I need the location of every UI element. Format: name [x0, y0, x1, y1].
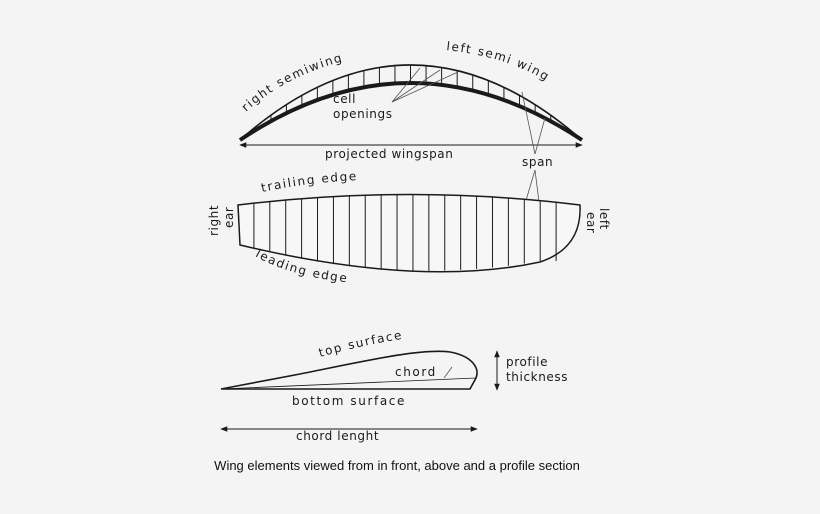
- thickness-label: thickness: [506, 370, 568, 384]
- left-semi-wing-label: left semi wing: [446, 39, 553, 84]
- planform-outline: [237, 193, 581, 273]
- chord-pointer: [443, 366, 453, 379]
- profile-view: top surface chord bottom surface profile…: [220, 328, 568, 443]
- top-view: trailing edge leading edge right ear lef…: [207, 169, 611, 285]
- chord-length-label: chord lenght: [296, 429, 379, 443]
- chord-line: [220, 377, 477, 390]
- cell-openings-pointer: [391, 71, 459, 103]
- cell-label: cell: [333, 92, 356, 106]
- span-pointer: [521, 91, 536, 155]
- bottom-surface-label: bottom surface: [292, 394, 406, 408]
- planform-ribs: [253, 194, 557, 271]
- left-ear-label: ear: [584, 212, 598, 233]
- right-label: right: [207, 205, 221, 236]
- cell-openings-pointer: [391, 69, 441, 103]
- left-label: left: [597, 208, 611, 230]
- span-pointer: [534, 117, 546, 155]
- top-surface-label: top surface: [317, 328, 404, 360]
- openings-label: openings: [333, 107, 393, 121]
- profile-label: profile: [506, 355, 548, 369]
- cell-openings-pointer: [391, 67, 421, 103]
- airfoil-outline: [220, 350, 478, 390]
- chord-label: chord: [395, 365, 437, 379]
- trailing-edge-label: trailing edge: [260, 169, 358, 195]
- diagram-caption: Wing elements viewed from in front, abov…: [214, 458, 580, 473]
- canopy-inner-arc: [238, 81, 584, 142]
- right-ear-label: ear: [222, 207, 236, 228]
- span-label: span: [522, 155, 553, 169]
- projected-wingspan-label: projected wingspan: [325, 147, 453, 161]
